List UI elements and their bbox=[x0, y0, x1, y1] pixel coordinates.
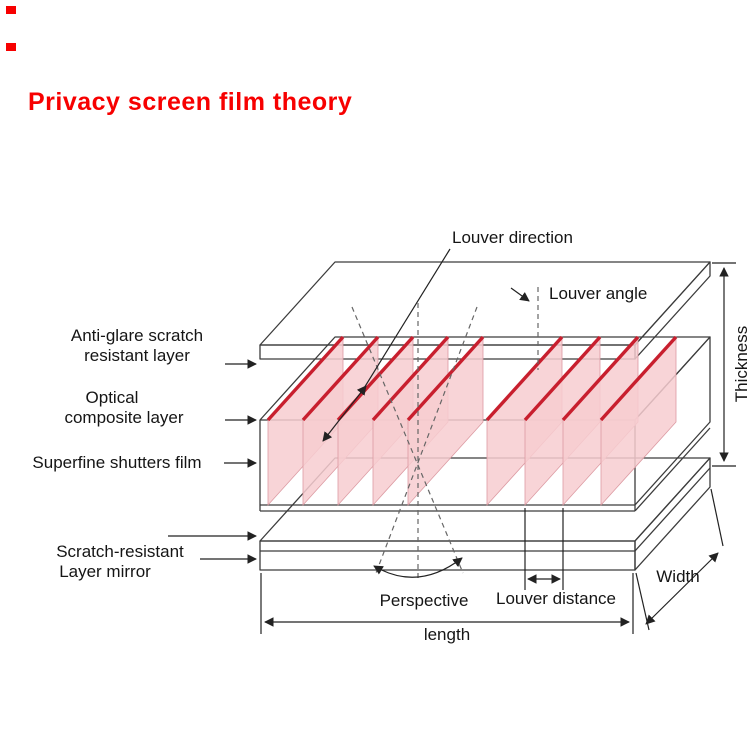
scratch-label-line1: Scratch-resistant bbox=[56, 542, 184, 561]
optical-label-line1: Optical bbox=[86, 388, 139, 407]
sightline-right bbox=[375, 306, 478, 574]
scratch-label-line2: Layer mirror bbox=[59, 562, 151, 581]
louver-direction-arrow bbox=[322, 385, 367, 442]
perspective-arc bbox=[373, 557, 463, 578]
louver-angle-label: Louver angle bbox=[549, 284, 647, 303]
page-title: Privacy screen film theory bbox=[28, 88, 353, 116]
shutter-right-face bbox=[634, 336, 711, 506]
louver-direction-label: Louver direction bbox=[452, 228, 573, 247]
leader-louver-direction bbox=[360, 248, 451, 394]
red-mark-top bbox=[6, 6, 16, 14]
optical-label-line2: composite layer bbox=[64, 408, 183, 427]
shutter-bottom-depth-edge bbox=[634, 427, 711, 512]
dimension-lines bbox=[168, 248, 736, 634]
shutter-layer bbox=[259, 336, 711, 512]
red-mark-bottom bbox=[6, 43, 16, 51]
mirror-inner-line-right bbox=[634, 467, 711, 552]
mirror-front-face bbox=[259, 540, 636, 571]
louver-distance-label: Louver distance bbox=[496, 589, 616, 608]
labels: Anti-glare scratch resistant layer Optic… bbox=[32, 228, 750, 644]
louver-angle-pointer bbox=[510, 287, 530, 302]
width-ext-back bbox=[710, 488, 724, 547]
anti-glare-top-face bbox=[259, 261, 711, 346]
superfine-label: Superfine shutters film bbox=[32, 453, 201, 472]
louver bbox=[599, 335, 678, 507]
width-arrow bbox=[645, 552, 719, 625]
mirror-right-face bbox=[634, 457, 711, 571]
thickness-label: Thickness bbox=[732, 326, 750, 403]
anti-glare-label-line2: resistant layer bbox=[84, 346, 190, 365]
louver bbox=[406, 335, 485, 507]
viewing-cone bbox=[351, 287, 539, 578]
length-label: length bbox=[424, 625, 470, 644]
sightline-left bbox=[351, 306, 464, 574]
perspective-label: Perspective bbox=[380, 591, 469, 610]
width-ext-front bbox=[635, 572, 650, 631]
anti-glare-label-line1: Anti-glare scratch bbox=[71, 326, 203, 345]
louvers bbox=[266, 335, 678, 507]
width-label: Width bbox=[656, 567, 699, 586]
